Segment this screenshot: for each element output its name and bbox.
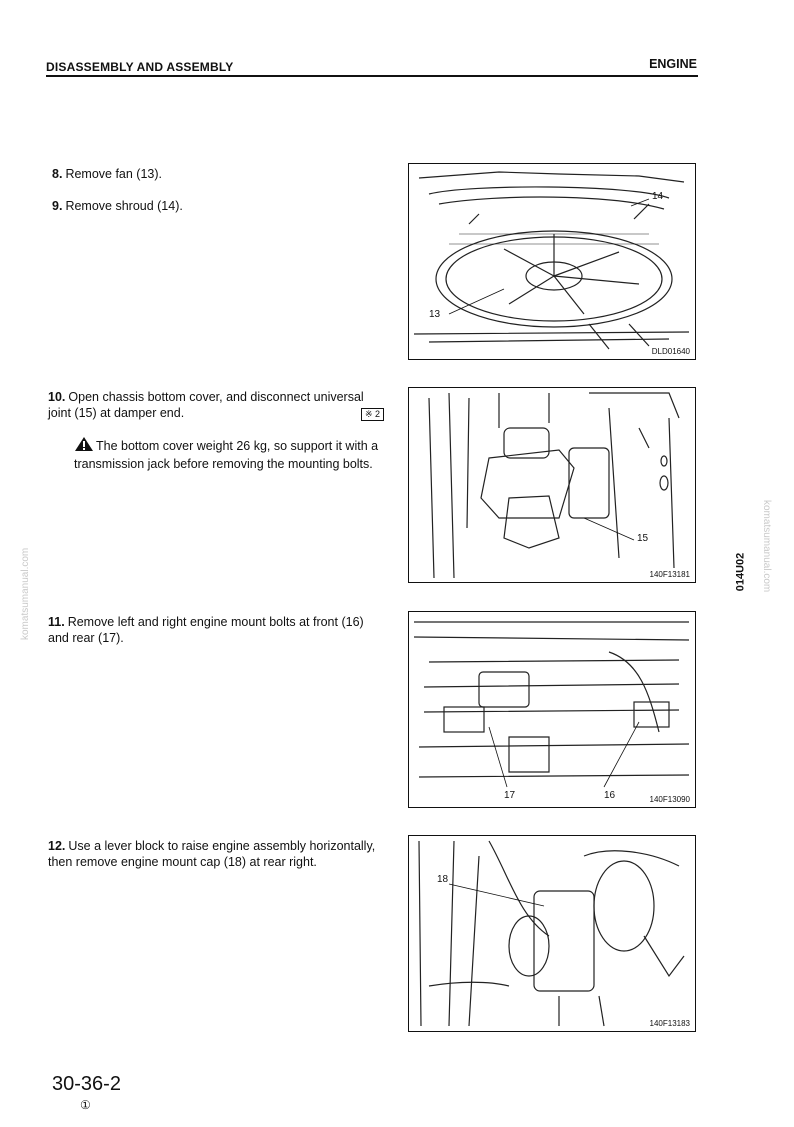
- header-rule: [46, 75, 698, 77]
- reference-box: ※ 2: [360, 408, 384, 421]
- figure-engine-mount-bolts: 17 16 140F13090: [408, 611, 696, 808]
- mount-cap-drawing: [418, 840, 685, 1027]
- warning-text: The bottom cover weight 26 kg, so suppor…: [74, 439, 379, 471]
- step-number: 12.: [48, 839, 66, 853]
- header-left: DISASSEMBLY AND ASSEMBLY: [46, 60, 234, 74]
- figure-universal-joint: 15 140F13181: [408, 387, 696, 583]
- callout-label: 16: [604, 790, 616, 801]
- step-11: 11.Remove left and right engine mount bo…: [48, 614, 384, 646]
- step-text: Remove left and right engine mount bolts…: [48, 615, 364, 645]
- watermark-right: komatsumanual.com: [761, 500, 772, 593]
- step-text: Use a lever block to raise engine assemb…: [48, 839, 376, 869]
- watermark-left: komatsumanual.com: [20, 547, 31, 640]
- step-8: 8.Remove fan (13).: [52, 166, 384, 182]
- figure-id: 140F13090: [648, 795, 691, 804]
- step-10: 10.Open chassis bottom cover, and discon…: [48, 389, 384, 421]
- callout-label: 18: [437, 874, 449, 885]
- page-number: 30-36-2: [52, 1073, 121, 1095]
- engine-mount-drawing: [413, 621, 690, 788]
- figure-id: 140F13183: [648, 1019, 691, 1028]
- figure-id: 140F13181: [648, 570, 691, 579]
- side-code: 014U02: [734, 552, 747, 592]
- step-text: Remove fan (13).: [65, 167, 163, 181]
- warning-triangle-icon: [74, 436, 94, 456]
- step-text: Remove shroud (14).: [65, 199, 183, 213]
- step-number: 8.: [52, 167, 63, 181]
- callout-label: 17: [504, 790, 516, 801]
- callout-label: 13: [429, 309, 441, 320]
- fan-shroud-drawing: [413, 171, 690, 350]
- warning-note: The bottom cover weight 26 kg, so suppor…: [74, 436, 384, 472]
- callout-label: 14: [652, 191, 664, 202]
- step-number: 11.: [48, 615, 65, 629]
- step-12: 12.Use a lever block to raise engine ass…: [48, 838, 384, 870]
- step-9: 9.Remove shroud (14).: [52, 198, 384, 214]
- figure-engine-mount-cap: 18 140F13183: [408, 835, 696, 1032]
- callout-label: 15: [637, 533, 649, 544]
- step-number: 9.: [52, 199, 63, 213]
- revision-mark: ①: [80, 1098, 91, 1112]
- universal-joint-drawing: [428, 392, 680, 579]
- header-right: ENGINE: [649, 57, 697, 71]
- step-number: 10.: [48, 390, 66, 404]
- figure-id: DLD01640: [650, 347, 691, 356]
- step-text: Open chassis bottom cover, and disconnec…: [48, 390, 364, 420]
- figure-fan-shroud: 14 13 DLD01640: [408, 163, 696, 360]
